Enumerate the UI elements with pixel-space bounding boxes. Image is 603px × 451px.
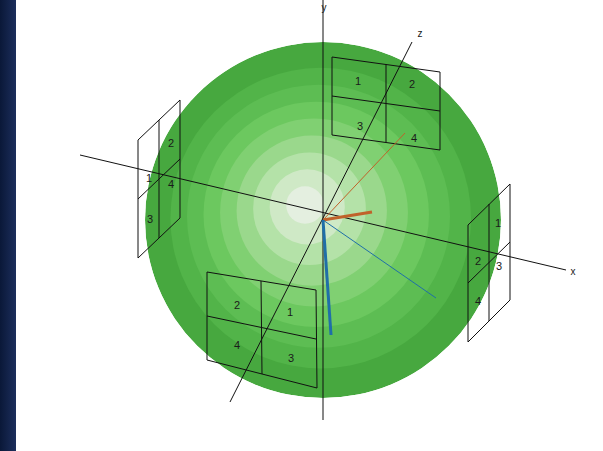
panel-number: 1 (355, 76, 361, 87)
panel-number: 1 (146, 173, 152, 184)
panel-number: 4 (234, 340, 240, 351)
axis-label: y (322, 3, 327, 13)
panel-number: 3 (496, 261, 502, 272)
panel-number: 3 (147, 214, 153, 225)
panel-number: 4 (168, 179, 174, 190)
z-axis (230, 42, 412, 402)
axis-label: x (571, 267, 576, 277)
panel-number: 3 (288, 353, 294, 364)
sphere-shade (220, 119, 408, 307)
bottom-panel (207, 272, 317, 388)
panel-number: 4 (475, 296, 481, 307)
panel-number: 1 (495, 218, 501, 229)
top-panel (332, 57, 440, 150)
sphere-shade (187, 85, 450, 348)
sphere-shade (237, 135, 387, 285)
sphere-shade (253, 152, 366, 265)
vectors (323, 133, 436, 335)
panel-number: 2 (168, 138, 174, 149)
left-panel (138, 100, 180, 258)
panel-number: 3 (357, 121, 363, 132)
sphere-shade (270, 169, 345, 244)
sphere-shade (170, 68, 471, 369)
axis-label: z (418, 29, 423, 39)
x-axis (80, 155, 566, 270)
vector-thin-blue (323, 220, 436, 298)
vector-thin-orange (323, 133, 405, 220)
vector-orange (323, 212, 372, 220)
panel-number: 4 (411, 133, 417, 144)
panel-number: 2 (475, 256, 481, 267)
right-panel (468, 184, 510, 342)
vector-blue (323, 220, 331, 335)
y-axis (323, 0, 324, 420)
axes-and-panels (80, 0, 566, 420)
panel-number: 1 (287, 307, 293, 318)
side-strip (0, 0, 16, 451)
panel-number: 2 (234, 300, 240, 311)
panel-number: 2 (409, 79, 415, 90)
